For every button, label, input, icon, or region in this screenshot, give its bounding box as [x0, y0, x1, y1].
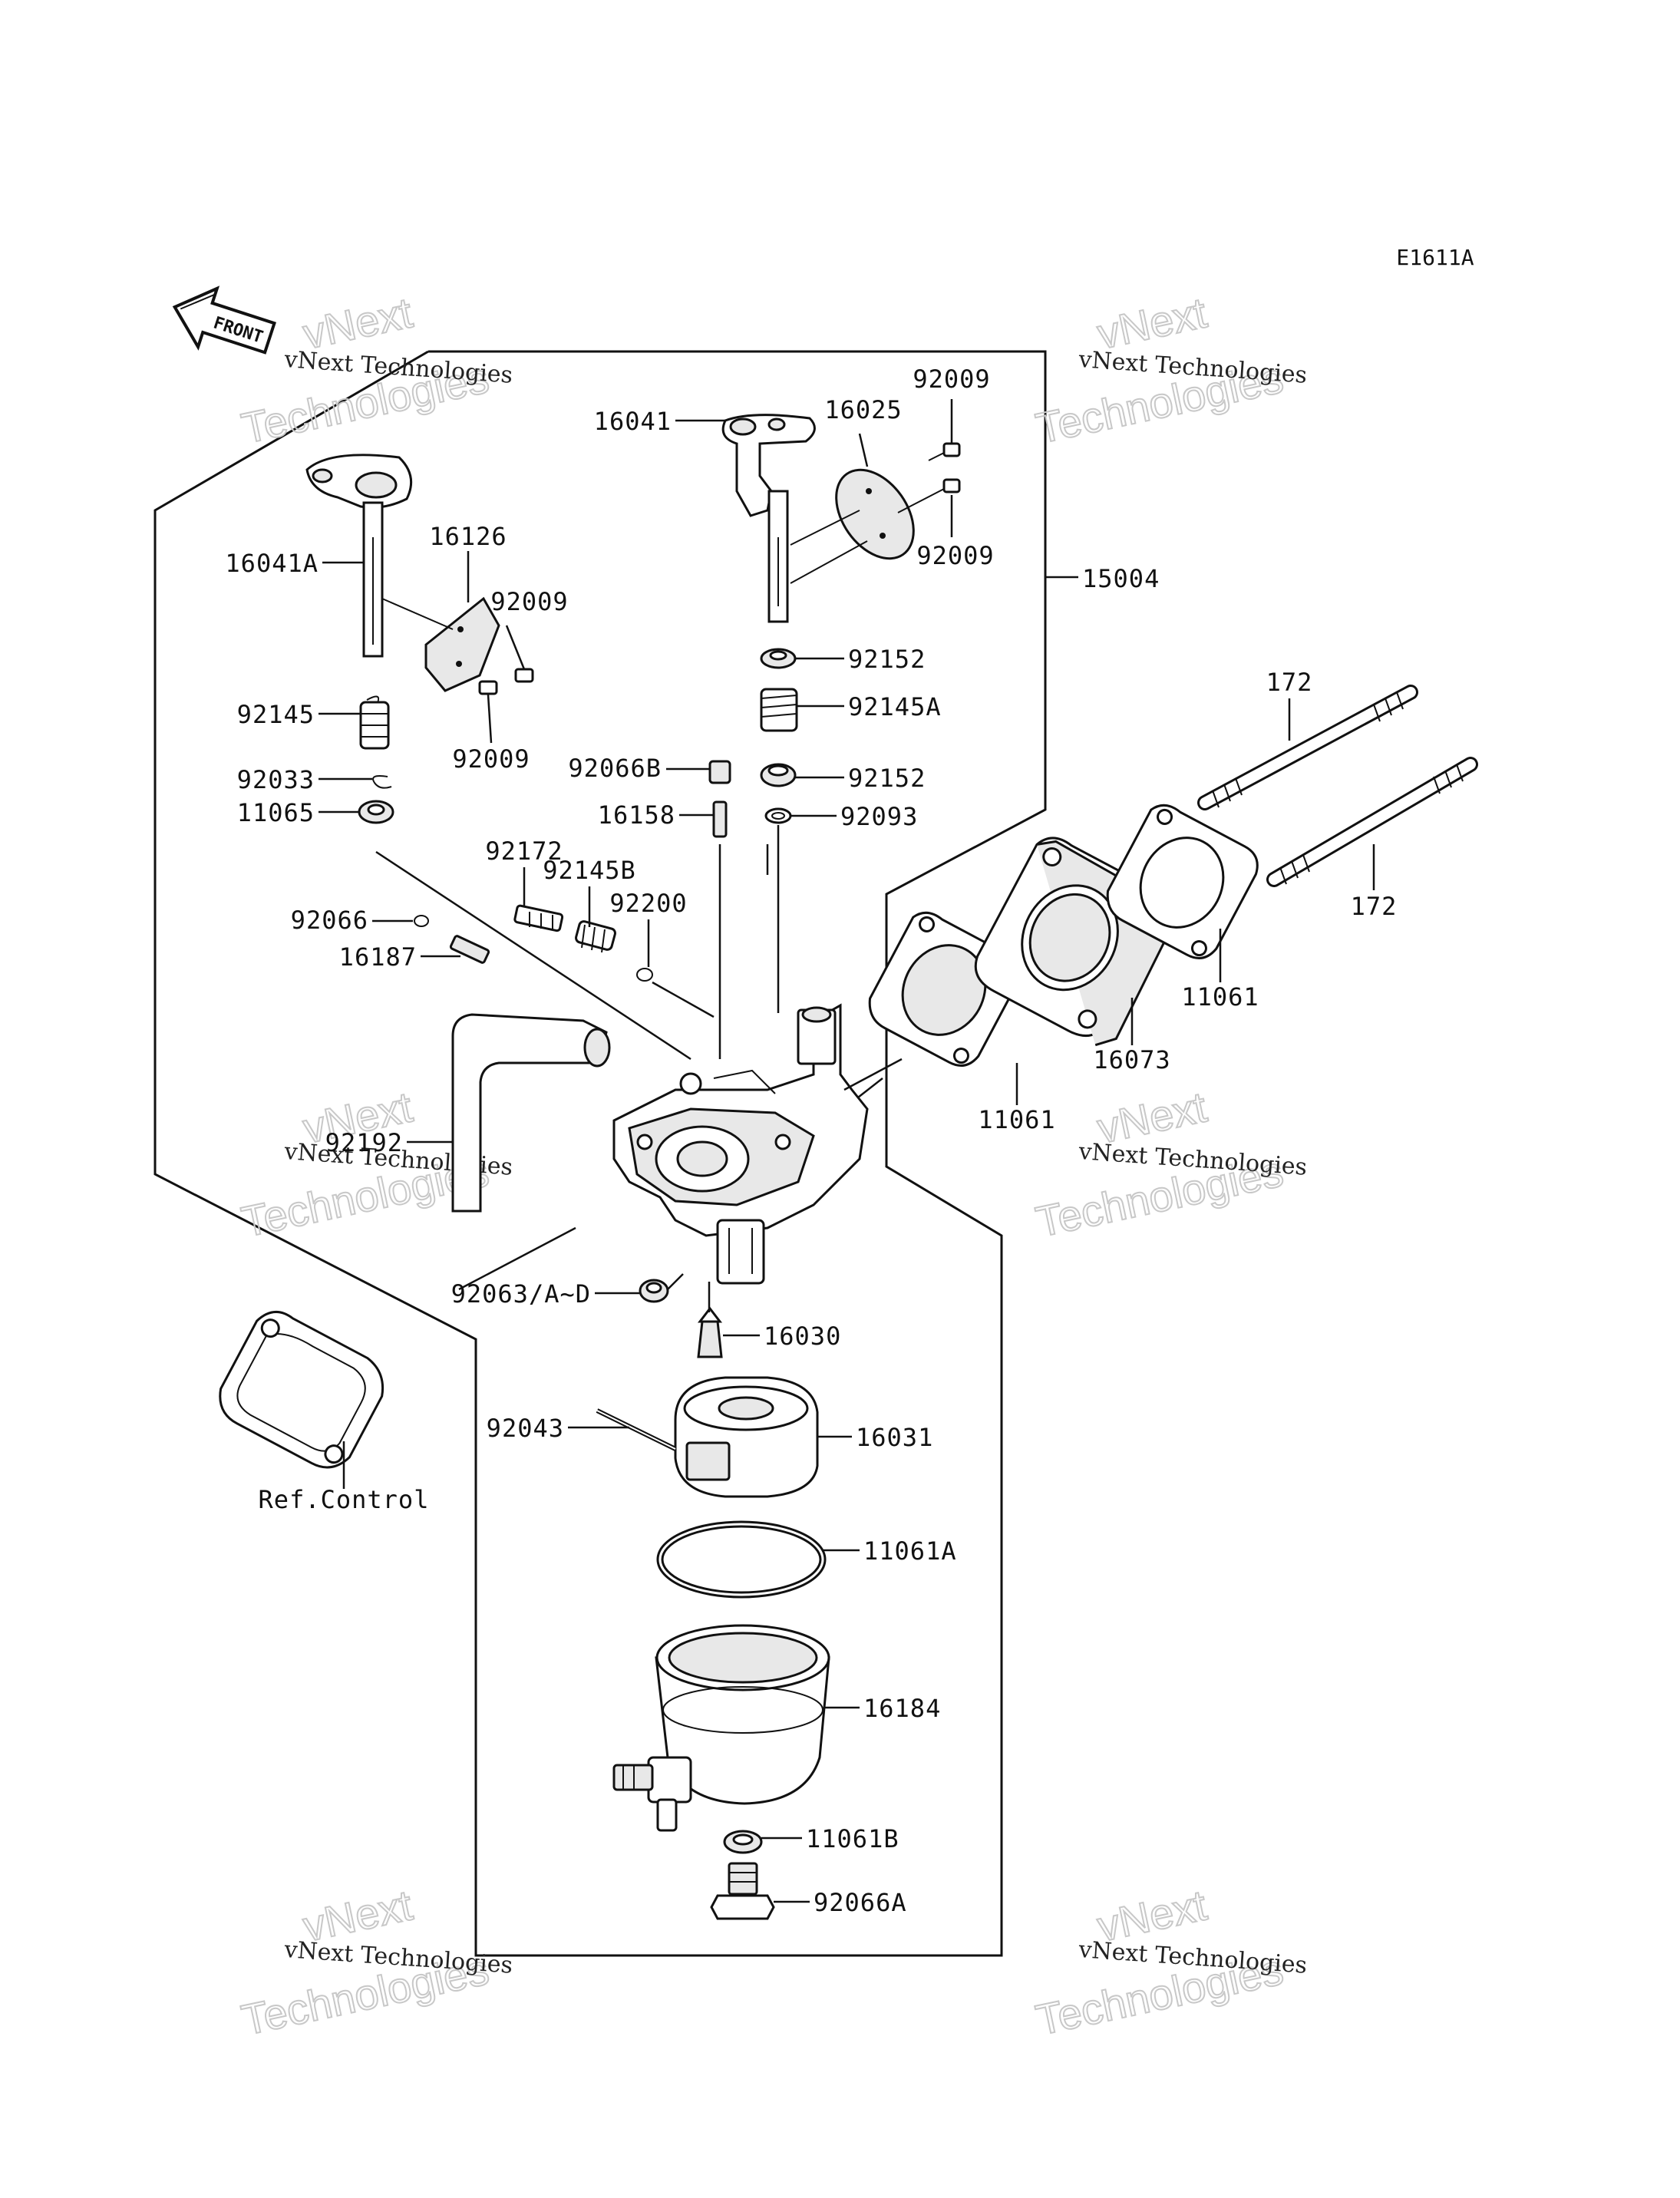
callout-16126[interactable]: 16126	[429, 522, 507, 551]
callout-92009-choke-bottom[interactable]: 92009	[452, 744, 530, 774]
oring-92066-drawing	[414, 915, 429, 927]
gasket-11061-right-drawing	[1106, 804, 1259, 959]
callout-92145B[interactable]: 92145B	[543, 856, 636, 885]
control-gasket-drawing	[219, 1311, 385, 1469]
callout-92152-top[interactable]: 92152	[848, 645, 926, 674]
carburetor-body-drawing	[612, 1003, 869, 1285]
callout-16073[interactable]: 16073	[1093, 1045, 1170, 1074]
bolt-92066A-drawing	[710, 1862, 775, 1920]
callout-92066B[interactable]: 92066B	[568, 754, 662, 783]
ref-control-label[interactable]: Ref.Control	[259, 1485, 430, 1514]
callout-172-bottom[interactable]: 172	[1351, 892, 1398, 921]
washer-92093-drawing	[764, 807, 792, 824]
watermark-top-left: vNext Technologies vNext Technologies	[236, 287, 513, 453]
callout-11065[interactable]: 11065	[237, 798, 315, 827]
pin-92043-drawing	[596, 1408, 677, 1451]
callout-92145A[interactable]: 92145A	[848, 692, 942, 721]
callout-16158[interactable]: 16158	[598, 800, 675, 830]
callout-11061A[interactable]: 11061A	[863, 1536, 957, 1566]
callout-92093[interactable]: 92093	[840, 802, 918, 831]
callout-16031[interactable]: 16031	[856, 1423, 933, 1452]
choke-shaft-drawing	[305, 454, 413, 658]
callout-16025[interactable]: 16025	[824, 395, 902, 424]
fuel-tube-92192-drawing	[451, 1013, 611, 1213]
pilot-screw-16187-drawing	[449, 935, 490, 964]
leader-lines	[319, 399, 1375, 1903]
throttle-shaft-drawing	[721, 414, 816, 623]
collar-92152-top-drawing	[760, 648, 797, 669]
watermark-bottom-left: vNext Technologies vNext Technologies	[236, 1880, 513, 2045]
oring-11061A-drawing	[656, 1520, 827, 1599]
idle-screw-92172-drawing	[513, 904, 564, 932]
watermark-bottom-right: vNext Technologies vNext Technologies	[1031, 1880, 1308, 2045]
callout-92145[interactable]: 92145	[237, 700, 315, 729]
screw-92009-choke-a-drawing	[514, 668, 534, 683]
collar-92152-bottom-drawing	[760, 763, 797, 787]
clip-92033-drawing	[372, 775, 392, 789]
callout-92009-choke-right[interactable]: 92009	[490, 587, 568, 616]
screw-92066B-drawing	[708, 760, 731, 784]
float-bowl-16184-drawing	[612, 1624, 830, 1832]
callout-15004[interactable]: 15004	[1082, 564, 1160, 593]
screw-92009-mid-drawing	[897, 478, 961, 513]
oring-92200-drawing	[636, 968, 653, 982]
front-arrow-icon: FRONT	[172, 285, 276, 355]
stud-172-top-drawing	[1197, 685, 1418, 810]
choke-plate-drawing	[381, 596, 500, 692]
callout-92033[interactable]: 92033	[237, 765, 315, 794]
stud-172-bottom-drawing	[1266, 757, 1478, 887]
screw-92009-choke-b-drawing	[478, 680, 498, 695]
callout-92066[interactable]: 92066	[291, 906, 368, 935]
float-valve-16030-drawing	[697, 1306, 723, 1358]
callout-16030[interactable]: 16030	[764, 1322, 841, 1351]
float-16031-drawing	[674, 1376, 819, 1498]
seal-11065-drawing	[358, 800, 394, 824]
callout-16184[interactable]: 16184	[863, 1694, 941, 1723]
callout-92043[interactable]: 92043	[487, 1414, 564, 1443]
diagram-code: E1611A	[1396, 245, 1474, 270]
spring-92145B-drawing	[575, 920, 616, 953]
callout-11061-right[interactable]: 11061	[1181, 982, 1259, 1012]
callout-11061-left[interactable]: 11061	[978, 1105, 1055, 1134]
callout-92200[interactable]: 92200	[609, 889, 687, 918]
spring-92145-drawing	[359, 695, 390, 750]
callout-92066A[interactable]: 92066A	[814, 1888, 907, 1917]
callout-11061B[interactable]: 11061B	[806, 1824, 899, 1853]
callout-92009-top[interactable]: 92009	[913, 365, 990, 394]
jet-16158-drawing	[712, 800, 728, 838]
callout-172-top[interactable]: 172	[1266, 668, 1313, 697]
screw-92009-top-drawing	[928, 442, 961, 461]
watermark-mid-right: vNext Technologies vNext Technologies	[1031, 1081, 1308, 1246]
callout-16041[interactable]: 16041	[594, 407, 672, 436]
callout-92009-right[interactable]: 92009	[916, 541, 994, 570]
callout-92063[interactable]: 92063/A~D	[451, 1279, 591, 1309]
watermark-top-right: vNext Technologies vNext Technologies	[1031, 287, 1308, 453]
assembly-frame	[153, 350, 1047, 1957]
insulator-16073-drawing	[974, 837, 1181, 1047]
callout-92192[interactable]: 92192	[325, 1128, 403, 1157]
callout-92152-bottom[interactable]: 92152	[848, 764, 926, 793]
callout-16187[interactable]: 16187	[339, 942, 417, 972]
washer-11061B-drawing	[723, 1830, 763, 1854]
screw-92063-drawing	[639, 1279, 669, 1303]
spring-92145A-drawing	[760, 688, 798, 732]
callout-16041A[interactable]: 16041A	[225, 549, 319, 578]
callout-92172[interactable]: 92172	[485, 837, 563, 866]
callout-labels: 16041 16025 92009 92009 16041A 16126 150…	[225, 365, 1398, 1917]
throttle-plate-drawing	[790, 468, 915, 584]
